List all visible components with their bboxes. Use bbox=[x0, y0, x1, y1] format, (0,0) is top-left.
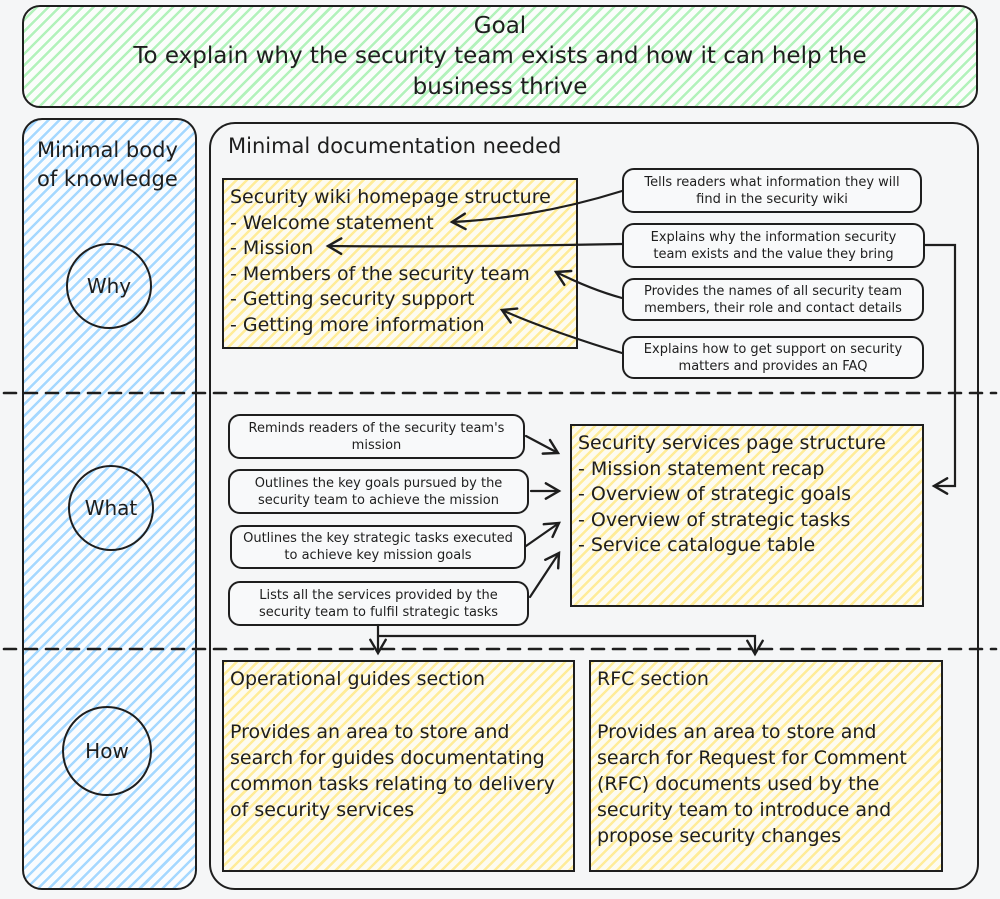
wiki-homepage-box: Security wiki homepage structure - Welco… bbox=[222, 178, 578, 349]
callout-service-catalogue: Lists all the services provided by the s… bbox=[228, 581, 529, 626]
list-item: - Getting more information bbox=[230, 313, 485, 336]
list-item: - Overview of strategic tasks bbox=[578, 508, 851, 531]
wiki-homepage-list: - Welcome statement - Mission - Members … bbox=[224, 211, 576, 339]
goal-text: To explain why the security team exists … bbox=[133, 42, 867, 100]
goal-title: Goal bbox=[473, 12, 527, 39]
how-circle: How bbox=[62, 706, 152, 796]
why-circle: Why bbox=[66, 243, 152, 329]
callout-support: Explains how to get support on security … bbox=[622, 336, 924, 379]
list-item: - Welcome statement bbox=[230, 211, 434, 234]
rfc-section-title: RFC section bbox=[597, 668, 709, 690]
how-label: How bbox=[85, 739, 129, 763]
callout-strategic-tasks: Outlines the key strategic tasks execute… bbox=[230, 525, 526, 569]
services-page-box: Security services page structure - Missi… bbox=[570, 424, 924, 607]
documentation-panel-title: Minimal documentation needed bbox=[228, 134, 562, 158]
body-of-knowledge-panel: Minimal body of knowledge Why What How bbox=[22, 118, 197, 890]
documentation-panel bbox=[209, 122, 979, 890]
list-item: - Service catalogue table bbox=[578, 534, 816, 556]
body-of-knowledge-title: Minimal body of knowledge bbox=[37, 138, 178, 191]
list-item: - Overview of strategic goals bbox=[578, 483, 852, 505]
callout-strategic-goals: Outlines the key goals pursued by the se… bbox=[228, 469, 529, 514]
why-label: Why bbox=[86, 274, 132, 298]
services-page-list: - Mission statement recap - Overview of … bbox=[572, 457, 922, 559]
what-circle: What bbox=[68, 465, 154, 551]
rfc-section-box: RFC section Provides an area to store an… bbox=[589, 660, 943, 872]
callout-mission: Explains why the information security te… bbox=[622, 223, 925, 268]
operational-guides-title: Operational guides section bbox=[230, 668, 486, 690]
wiki-homepage-title: Security wiki homepage structure bbox=[230, 186, 551, 208]
callout-members: Provides the names of all security team … bbox=[622, 278, 924, 321]
services-page-title: Security services page structure bbox=[578, 432, 886, 454]
list-item: - Mission statement recap bbox=[578, 457, 825, 480]
list-item: - Getting security support bbox=[230, 288, 475, 310]
list-item: - Members of the security team bbox=[230, 262, 530, 285]
operational-guides-box: Operational guides section Provides an a… bbox=[222, 660, 575, 872]
goal-box: Goal To explain why the security team ex… bbox=[22, 5, 978, 108]
operational-guides-body: Provides an area to store and search for… bbox=[230, 720, 556, 821]
rfc-section-body: Provides an area to store and search for… bbox=[597, 720, 907, 847]
callout-welcome-statement: Tells readers what information they will… bbox=[622, 168, 922, 213]
callout-mission-recap: Reminds readers of the security team's m… bbox=[228, 414, 525, 459]
what-label: What bbox=[84, 496, 138, 520]
list-item: - Mission bbox=[230, 237, 314, 259]
